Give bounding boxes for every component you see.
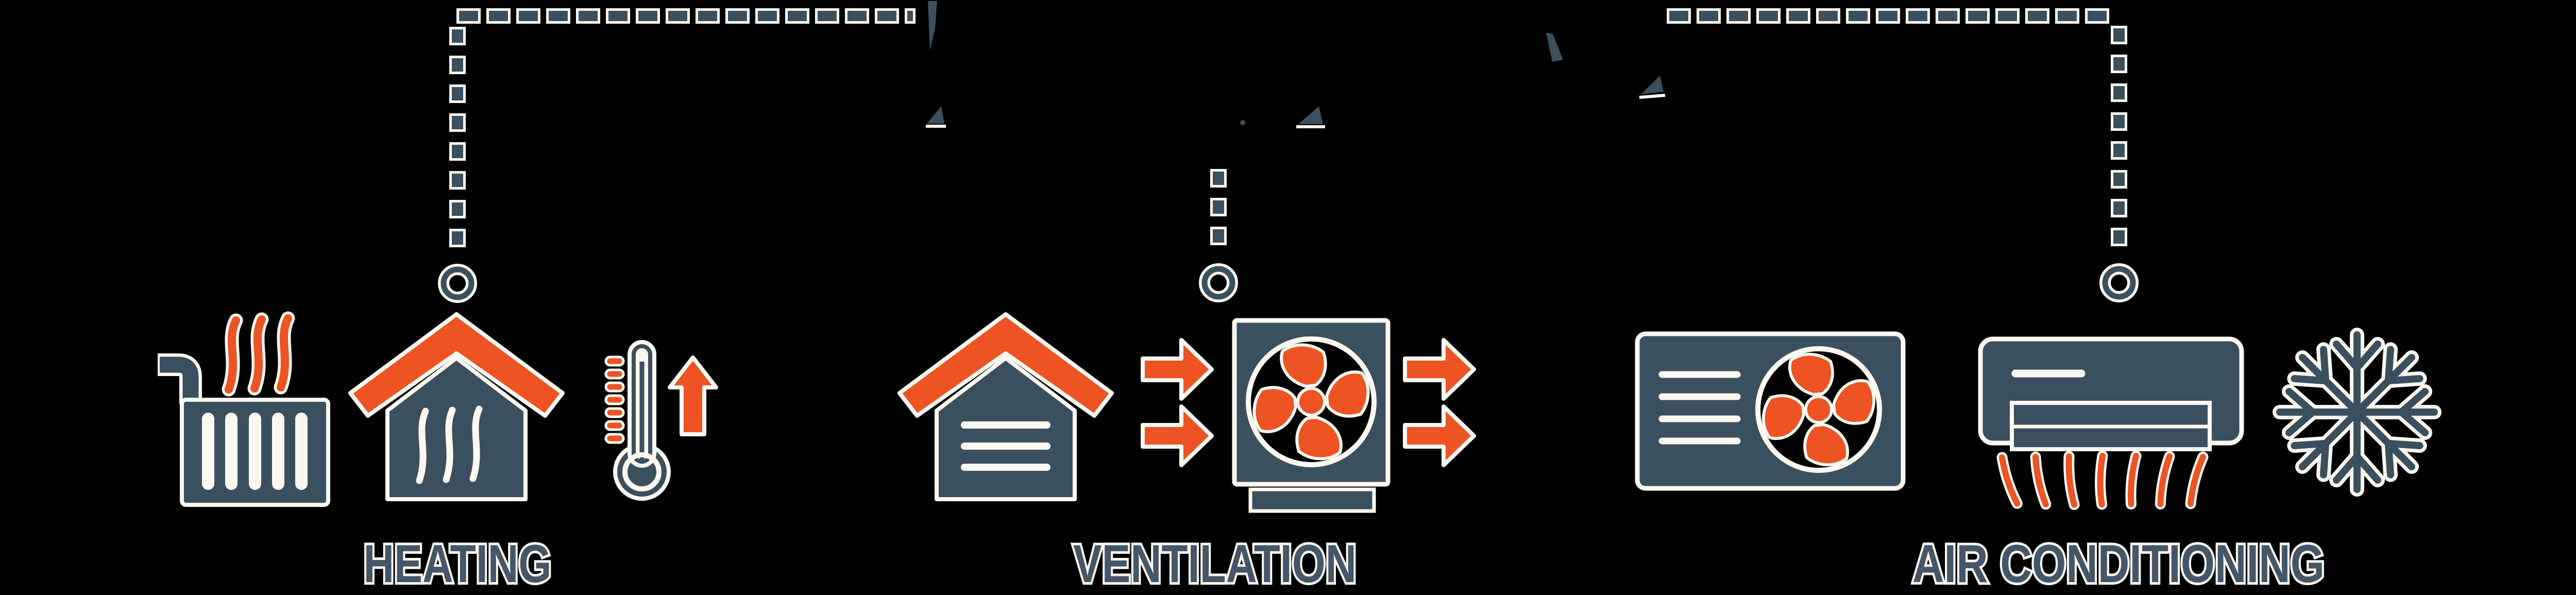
section-air-conditioning: AIR CONDITIONING <box>1635 328 2442 595</box>
cold-airflow-icon <box>1996 450 2209 511</box>
ventilation-label: VENTILATION <box>1073 534 1357 594</box>
snowflake-icon <box>2273 328 2442 497</box>
temperature-rise-arrow-icon <box>668 355 718 436</box>
airflow-out-arrows-icon <box>1405 340 1474 465</box>
heating-dashed-connector <box>438 8 916 303</box>
ac-indoor-unit-icon <box>1978 336 2244 451</box>
boiler-radiator-icon <box>158 353 330 507</box>
heating-label: HEATING <box>364 534 552 594</box>
ventilation-house-icon <box>897 312 1114 501</box>
ventilation-dashed-connector <box>1199 169 1238 302</box>
ventilation-hanging-ring-icon <box>1199 263 1238 302</box>
top-artwork-fragments <box>926 1 1666 128</box>
heating-hanging-ring-icon <box>438 264 477 303</box>
section-ventilation: VENTILATION <box>897 312 1474 595</box>
air-conditioning-hanging-ring-icon <box>2099 263 2139 302</box>
ac-outdoor-unit-icon <box>1635 331 1906 491</box>
air-conditioning-label: AIR CONDITIONING <box>1912 534 2325 594</box>
heat-waves-icon <box>222 311 295 397</box>
thermometer-icon <box>604 340 671 501</box>
air-conditioning-dashed-connector <box>1667 8 2139 302</box>
exhaust-fan-icon <box>1232 318 1391 513</box>
airflow-in-arrows-icon <box>1143 340 1212 465</box>
warm-house-icon <box>348 312 565 501</box>
section-heating: HEATING <box>158 311 718 595</box>
